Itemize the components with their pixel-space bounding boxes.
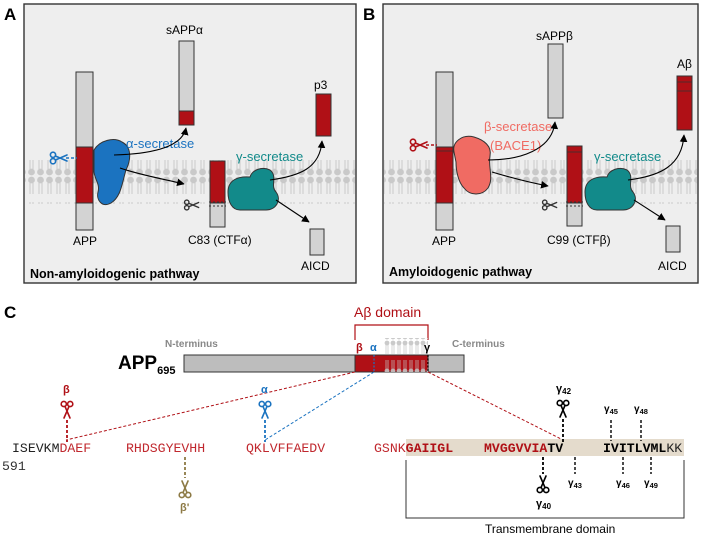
- arrow-to-abeta: [627, 134, 688, 181]
- gamma42-scissors-icon: [556, 399, 570, 418]
- app-label-b: APP: [432, 234, 456, 248]
- c99-red-region: [566, 145, 583, 204]
- bar-alpha-mark: α: [370, 342, 377, 354]
- aicd-label-a: AICD: [301, 259, 330, 273]
- n-terminus-label: N-terminus: [165, 339, 218, 350]
- panel-c-letter: C: [4, 303, 16, 322]
- gamma45-label: γ45: [604, 404, 618, 416]
- gamma40-scissors-icon: [536, 475, 550, 494]
- arrow-to-p3: [269, 140, 326, 181]
- panel-a-membrane: [25, 160, 355, 204]
- abeta-domain-title: Aβ domain: [354, 304, 421, 320]
- beta-secretase-label-2: (BACE1): [490, 138, 541, 153]
- gamma-projection-line: [427, 371, 564, 441]
- gamma-secretase-enzyme-b: [584, 167, 636, 211]
- sappa-red-tip: [178, 110, 195, 126]
- panel-a-letter: A: [4, 5, 16, 24]
- alpha-secretase-enzyme: [93, 139, 131, 206]
- panel-c: C Aβ domain N-terminus C-terminus APP695…: [2, 303, 685, 536]
- gamma48-label: γ48: [634, 404, 648, 416]
- aicd-label-b: AICD: [658, 259, 687, 273]
- app-abeta-region-b: [435, 146, 454, 204]
- sappb-label: sAPPβ: [536, 29, 573, 43]
- panel-a-caption: Non-amyloidogenic pathway: [30, 267, 200, 281]
- app-abeta-region: [75, 146, 94, 204]
- p3-fragment: [315, 93, 332, 137]
- panel-a: A α-secretase sAPPα C83 (CTFα) γ-secreta…: [4, 3, 357, 284]
- panel-b: B β-secretase (BACE1) sAPPβ C99 (CTFβ) γ…: [363, 3, 699, 284]
- cut-alpha-label: α: [261, 384, 268, 396]
- arrow-to-aicd-a: [275, 199, 310, 223]
- arrow-to-aicd-b: [633, 199, 666, 221]
- beta-secretase-enzyme: [453, 135, 492, 195]
- alpha-scissors-icon: [258, 400, 272, 419]
- cut-beta-prime-label: β': [180, 502, 190, 514]
- gamma40-label: γ40: [536, 498, 552, 511]
- gamma46-label: γ46: [616, 478, 630, 490]
- residue-number: 591: [2, 459, 26, 474]
- abeta-fragment: [676, 75, 693, 131]
- aicd-fragment-b: [665, 225, 681, 253]
- alpha-secretase-label: α-secretase: [126, 136, 194, 151]
- alpha-projection-line: [264, 371, 375, 441]
- arrow-to-sappb: [487, 121, 559, 161]
- gamma42-label: γ42: [556, 383, 572, 396]
- panel-b-membrane: [384, 160, 697, 204]
- panel-b-caption: Amyloidogenic pathway: [389, 265, 532, 279]
- gamma49-label: γ49: [644, 478, 658, 490]
- sappa-label: sAPPα: [166, 23, 203, 37]
- gamma-secretase-label-a: γ-secretase: [236, 149, 303, 164]
- beta-secretase-label-1: β-secretase: [484, 119, 552, 134]
- gamma-secretase-enzyme-a: [227, 167, 279, 211]
- aicd-fragment-a: [309, 228, 325, 256]
- beta-projection-line: [65, 371, 356, 441]
- cut-beta-label: β: [63, 384, 70, 396]
- c83-red-region: [209, 160, 226, 204]
- gamma43-label: γ43: [568, 478, 582, 490]
- arrow-to-sappa: [113, 127, 189, 156]
- app695-membrane-mini: [384, 338, 428, 372]
- tm-bracket: [405, 460, 685, 519]
- beta-scissors-icon: [60, 400, 74, 419]
- c99-label: C99 (CTFβ): [547, 233, 611, 247]
- arrow-to-c99: [491, 171, 549, 189]
- gamma-secretase-label-b: γ-secretase: [594, 149, 661, 164]
- beta-prime-scissors-icon: [178, 480, 192, 499]
- panel-b-letter: B: [363, 5, 375, 24]
- app695-label: APP695: [118, 353, 175, 377]
- abeta-label: Aβ: [677, 57, 692, 71]
- tm-domain-label: Transmembrane domain: [485, 522, 615, 536]
- p3-label: p3: [314, 78, 328, 92]
- c83-label: C83 (CTFα): [188, 233, 252, 247]
- abeta-domain-bracket: [354, 324, 429, 340]
- bar-gamma-mark: γ: [424, 342, 431, 354]
- c-terminus-label: C-terminus: [452, 339, 505, 350]
- arrow-to-c83: [119, 167, 185, 187]
- sappb-fragment: [547, 43, 564, 119]
- bar-beta-mark: β: [356, 342, 363, 354]
- tm-shading: [406, 439, 684, 456]
- app-label-a: APP: [73, 234, 97, 248]
